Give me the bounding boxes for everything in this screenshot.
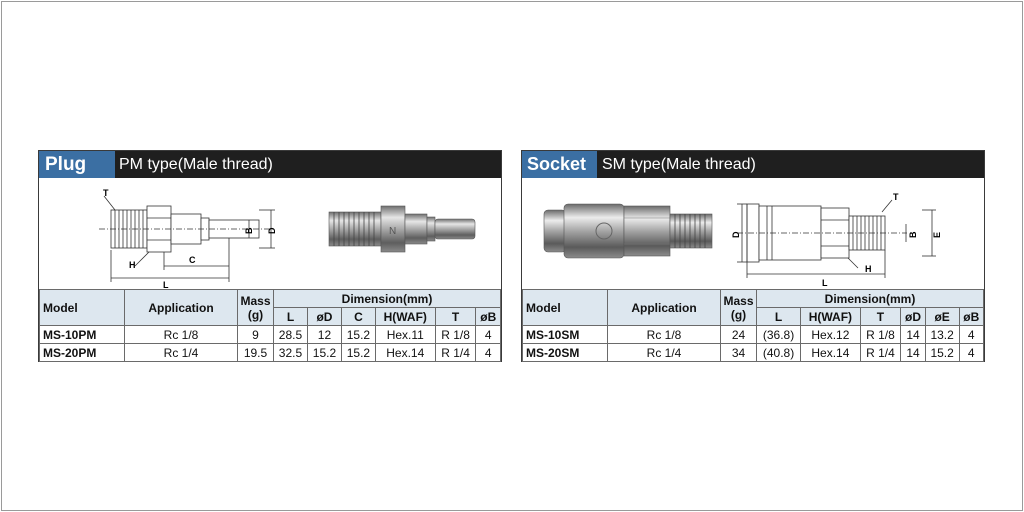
plug-drawing-area: T H C L B D <box>39 178 501 291</box>
socket-row1-v3: 14 <box>900 343 926 362</box>
socket-row0-mass: 24 <box>720 325 757 344</box>
plug-th-mass: Mass (g) <box>237 289 274 326</box>
plug-row1-v2: 15.2 <box>340 343 376 362</box>
plug-row1-application: Rc 1/4 <box>124 343 238 362</box>
plug-row0-model: MS-10PM <box>39 325 125 344</box>
plug-label-c: C <box>189 255 196 265</box>
plug-th-mass-unit: (g) <box>247 307 264 322</box>
table-row: MS-10PM Rc 1/8 9 28.5 12 15.2 Hex.11 R 1… <box>39 325 501 344</box>
socket-label-t: T <box>893 192 899 202</box>
plug-spec-table: Model Application Mass (g) Dimension(mm)… <box>39 289 501 362</box>
socket-label-l: L <box>822 278 828 288</box>
plug-panel: Plug PM type(Male thread) <box>38 150 502 362</box>
plug-label-t: T <box>103 188 109 198</box>
socket-row0-v4: 13.2 <box>924 325 960 344</box>
socket-th-dim-0: L <box>755 307 802 326</box>
plug-title: PM type(Male thread) <box>119 156 273 173</box>
socket-row0-v5: 4 <box>958 325 985 344</box>
socket-row1-v5: 4 <box>958 343 985 362</box>
socket-th-dim-4: øE <box>924 307 960 326</box>
socket-row1-v4: 15.2 <box>924 343 960 362</box>
socket-row1-v2: R 1/4 <box>859 343 902 362</box>
socket-label-h: H <box>865 264 872 274</box>
plug-row0-v0: 28.5 <box>273 325 308 344</box>
plug-row1-v3: Hex.14 <box>374 343 436 362</box>
socket-panel: Socket SM type(Male thread) <box>521 150 985 362</box>
plug-th-dimension: Dimension(mm) <box>273 289 501 308</box>
plug-row0-v2: 15.2 <box>340 325 376 344</box>
socket-th-dim-2: T <box>859 307 902 326</box>
plug-row0-v5: 4 <box>475 325 501 344</box>
plug-technical-drawing: T H C L B D <box>99 188 476 290</box>
table-row: MS-20PM Rc 1/4 19.5 32.5 15.2 15.2 Hex.1… <box>39 343 501 362</box>
plug-header: Plug PM type(Male thread) <box>39 151 501 178</box>
plug-photo: N <box>328 205 476 253</box>
socket-title: SM type(Male thread) <box>602 156 756 173</box>
socket-th-dimension: Dimension(mm) <box>756 289 984 308</box>
plug-row1-v4: R 1/4 <box>434 343 477 362</box>
plug-row0-v3: Hex.11 <box>374 325 436 344</box>
plug-photo-mark: N <box>389 226 396 237</box>
socket-row0-application: Rc 1/8 <box>607 325 721 344</box>
socket-label-d: D <box>731 231 741 238</box>
plug-th-dim-4: T <box>434 307 477 326</box>
plug-row1-model: MS-20PM <box>39 343 125 362</box>
plug-row0-v4: R 1/8 <box>434 325 477 344</box>
socket-row1-v0: (40.8) <box>755 343 802 362</box>
socket-th-dim-5: øB <box>958 307 985 326</box>
plug-th-dim-3: H(WAF) <box>374 307 436 326</box>
plug-row1-v0: 32.5 <box>273 343 308 362</box>
table-row: MS-10SM Rc 1/8 24 (36.8) Hex.12 R 1/8 14… <box>522 325 985 344</box>
plug-label-l: L <box>163 280 169 290</box>
plug-th-mass-label: Mass <box>240 293 271 308</box>
plug-label-d: D <box>267 227 277 234</box>
socket-th-mass: Mass (g) <box>720 289 757 326</box>
socket-row1-mass: 34 <box>720 343 757 362</box>
socket-row0-v0: (36.8) <box>755 325 802 344</box>
socket-row0-v1: Hex.12 <box>800 325 861 344</box>
plug-row1-mass: 19.5 <box>237 343 274 362</box>
plug-th-dim-5: øB <box>475 307 501 326</box>
socket-header: Socket SM type(Male thread) <box>522 151 984 178</box>
plug-row0-v1: 12 <box>306 325 342 344</box>
socket-photo <box>543 203 713 259</box>
plug-th-dim-1: øD <box>306 307 342 326</box>
socket-th-model: Model <box>522 289 608 326</box>
socket-drawing-area: T H L D B E <box>522 178 984 291</box>
socket-th-dim-3: øD <box>900 307 926 326</box>
socket-technical-drawing: T H L D B E <box>543 192 942 288</box>
socket-row1-model: MS-20SM <box>522 343 608 362</box>
plug-th-dim-0: L <box>273 307 308 326</box>
socket-row0-v3: 14 <box>900 325 926 344</box>
plug-row0-mass: 9 <box>237 325 274 344</box>
plug-label-h: H <box>129 260 136 270</box>
plug-row0-application: Rc 1/8 <box>124 325 238 344</box>
plug-tag: Plug <box>39 151 115 178</box>
socket-row1-application: Rc 1/4 <box>607 343 721 362</box>
plug-th-model: Model <box>39 289 125 326</box>
socket-th-dim-1: H(WAF) <box>800 307 861 326</box>
plug-label-b: B <box>244 227 254 234</box>
socket-spec-table: Model Application Mass (g) Dimension(mm)… <box>522 289 985 362</box>
plug-row1-v5: 4 <box>475 343 501 362</box>
socket-th-mass-unit: (g) <box>730 307 747 322</box>
socket-label-b: B <box>908 231 918 238</box>
socket-label-e: E <box>932 232 942 238</box>
socket-th-application: Application <box>607 289 721 326</box>
plug-th-dim-2: C <box>340 307 376 326</box>
socket-row0-v2: R 1/8 <box>859 325 902 344</box>
socket-row1-v1: Hex.14 <box>800 343 861 362</box>
table-row: MS-20SM Rc 1/4 34 (40.8) Hex.14 R 1/4 14… <box>522 343 985 362</box>
socket-tag: Socket <box>522 151 597 178</box>
plug-th-application: Application <box>124 289 238 326</box>
plug-row1-v1: 15.2 <box>306 343 342 362</box>
socket-row0-model: MS-10SM <box>522 325 608 344</box>
socket-th-mass-label: Mass <box>723 293 754 308</box>
